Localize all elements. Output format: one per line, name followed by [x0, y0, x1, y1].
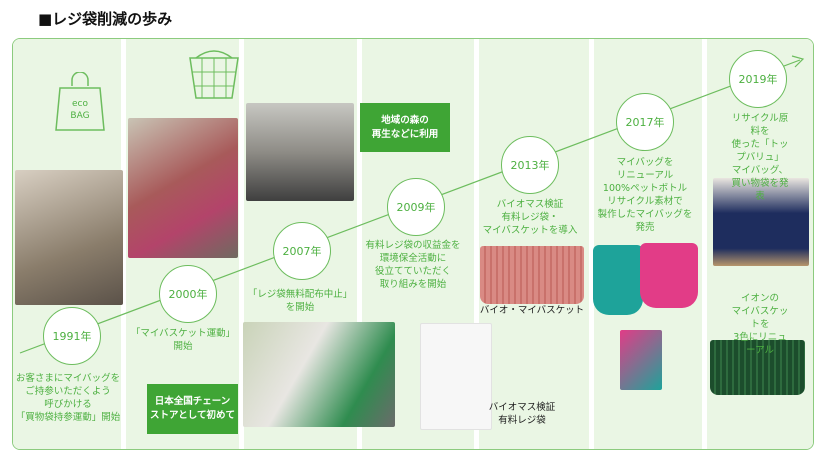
year-circle-1991: 1991年 [43, 307, 101, 365]
milestone-text-2000: 「マイバスケット運動」 開始 [130, 328, 236, 352]
photo-bag-detail [620, 330, 662, 390]
basket-icon [189, 50, 239, 99]
year-circle-2013: 2013年 [501, 136, 559, 194]
basket-renewal-text: イオンの マイバスケットを 3色にリニューアル [731, 293, 789, 356]
photo-shopper-basket-2000 [128, 118, 238, 258]
eco-bag-icon: eco BAG [55, 72, 105, 131]
photo-topvalu-bag [713, 178, 809, 266]
milestone-text-2019: リサイクル原料を 使った「トップバリュ」 マイバッグ、 買い物袋を発表 [731, 113, 789, 202]
milestone-text-2013: バイオマス検証 有料レジ袋・ マイバスケットを導入 [482, 199, 578, 236]
bio-basket-caption: バイオ・マイバスケット [479, 305, 585, 316]
year-circle-2019: 2019年 [729, 50, 787, 108]
photo-ceremony-2009 [246, 103, 354, 201]
photo-biomass-bag [420, 323, 492, 430]
year-circle-2007: 2007年 [273, 222, 331, 280]
photo-bio-basket [480, 246, 584, 304]
photo-shopper-1991 [15, 170, 123, 305]
photo-green-basket [710, 340, 805, 395]
bio-bag-caption: バイオマス検証 有料レジ袋 [488, 402, 556, 426]
arrow-head-icon [791, 55, 805, 68]
forest-callout: 地域の森の 再生などに利用 [360, 103, 450, 152]
milestone-text-1991: お客さまにマイバッグを ご持参いただくよう 呼びかける 「買物袋持参運動」開始 [15, 373, 121, 423]
photo-teal-bag [593, 245, 643, 315]
photo-pink-bag [640, 243, 698, 308]
svg-text:eco: eco [72, 99, 88, 109]
photo-checkout-2007 [243, 322, 395, 427]
year-circle-2009: 2009年 [387, 178, 445, 236]
year-circle-2000: 2000年 [159, 265, 217, 323]
first-chain-callout: 日本全国チェーン ストアとして初めて [147, 384, 238, 434]
page-title: ■レジ袋削減の歩み [38, 10, 173, 28]
year-circle-2017: 2017年 [616, 93, 674, 151]
milestone-text-2009: 有料レジ袋の収益金を 環境保全活動に 役立てていただく 取り組みを開始 [365, 240, 461, 290]
svg-text:BAG: BAG [70, 111, 89, 121]
column-2013 [479, 39, 589, 449]
milestone-text-2017: マイバッグを リニューアル 100%ペットボトル リサイクル素材で 製作したマイ… [597, 157, 693, 233]
milestone-text-2007: 「レジ袋無料配布中止」 を開始 [247, 289, 353, 313]
